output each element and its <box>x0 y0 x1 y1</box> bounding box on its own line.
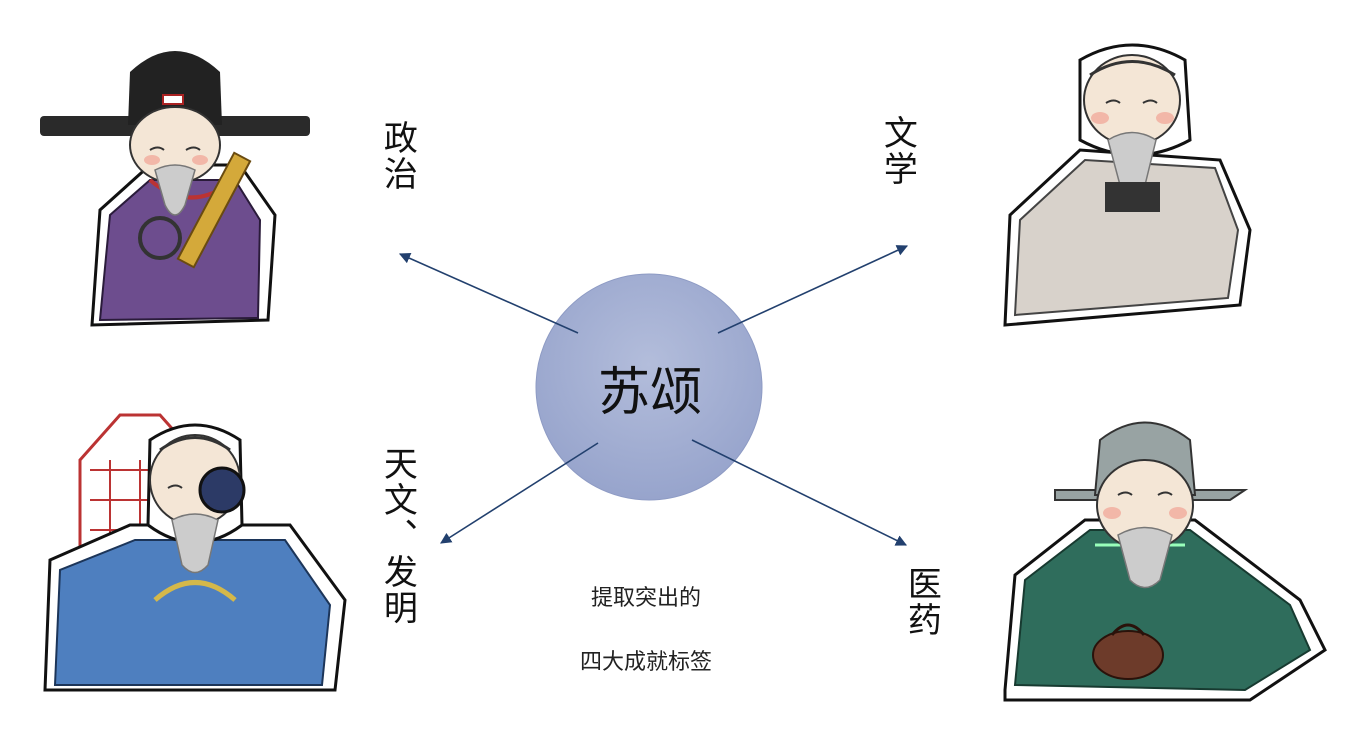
arrow-literature <box>717 245 909 334</box>
arrow-medicine <box>691 439 908 546</box>
arrow-politics <box>398 252 579 334</box>
figure-scholar-literature <box>1003 43 1252 327</box>
caption-line-2: 四大成就标签 <box>579 650 712 675</box>
label-astronomy-invention: 天文、发明 <box>377 446 418 626</box>
center-label: 苏颂 <box>597 363 702 423</box>
arrow-astronomy <box>440 442 599 544</box>
figure-physician-medicine <box>1003 421 1327 702</box>
figure-official-politics <box>40 51 310 327</box>
label-politics: 政治 <box>377 120 418 192</box>
figure-inventor-astronomy <box>43 413 347 692</box>
caption-line-1: 提取突出的 <box>590 586 701 611</box>
center-circle <box>535 273 763 501</box>
label-medicine: 医药 <box>901 566 942 638</box>
label-literature: 文学 <box>877 115 918 187</box>
